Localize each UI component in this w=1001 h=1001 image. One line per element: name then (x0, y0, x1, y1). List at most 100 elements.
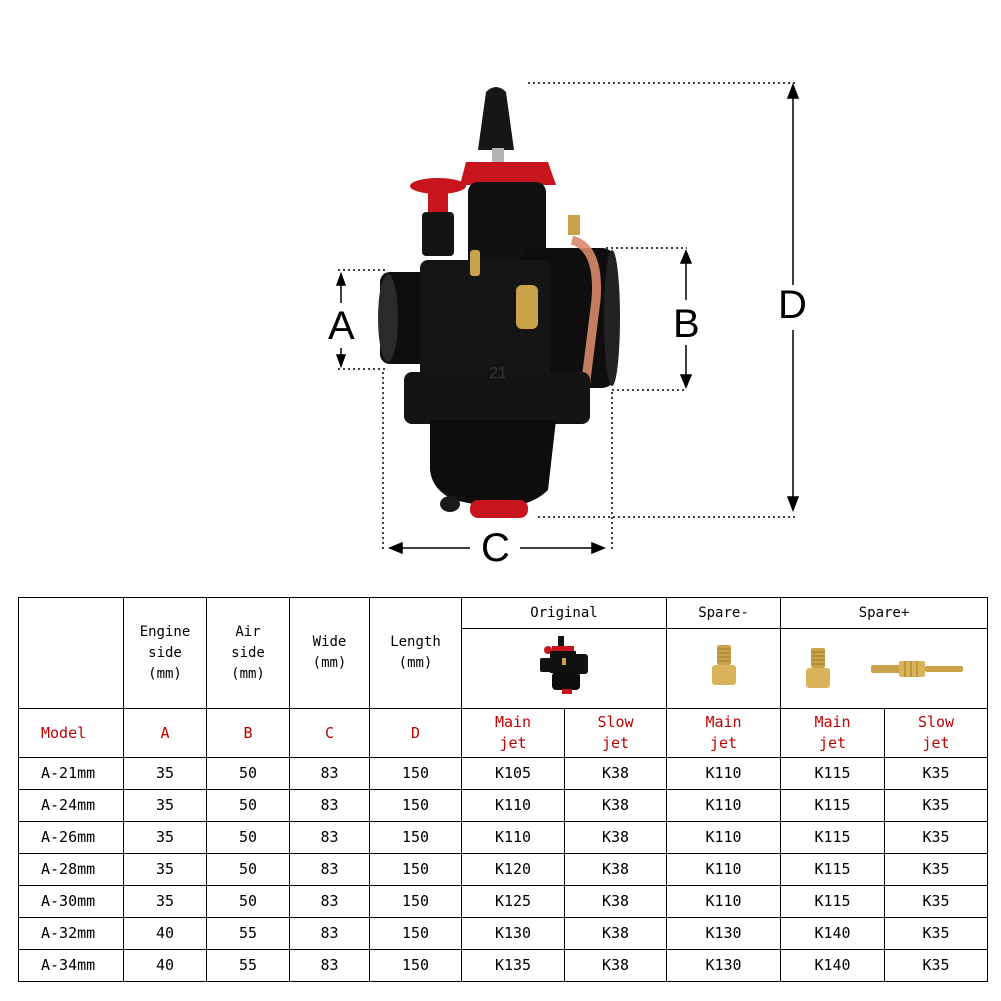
group-header-original: Original (461, 597, 667, 629)
cell-wide: 83 (289, 821, 370, 854)
cell-wide: 83 (289, 853, 370, 886)
cell-air-side: 50 (206, 789, 290, 822)
carburetor-thumbnail-icon (540, 635, 588, 694)
cell-air-side: 50 (206, 821, 290, 854)
cell-original-main-jet: K135 (461, 949, 565, 982)
cell-spare-plus-main-jet: K140 (780, 917, 885, 950)
cell-model: A-30mm (18, 885, 124, 918)
subheader-original-main-jet: Main jet (461, 708, 565, 758)
cell-spare-minus-main-jet: K110 (666, 821, 781, 854)
cell-original-main-jet: K105 (461, 757, 565, 790)
cell-wide: 83 (289, 949, 370, 982)
cell-original-main-jet: K130 (461, 917, 565, 950)
cell-spare-plus-slow-jet: K35 (883, 789, 989, 822)
cell-wide: 83 (289, 917, 370, 950)
cell-engine-side: 40 (123, 917, 207, 950)
subheader-b: B (206, 708, 290, 758)
cell-engine-side: 40 (123, 949, 207, 982)
group-header-spare-plus: Spare+ (779, 597, 989, 629)
subheader-spare-plus-main-jet: Main jet (780, 708, 885, 758)
dimension-label-c: C (481, 526, 510, 570)
cell-wide: 83 (289, 789, 370, 822)
dimension-label-b: B (673, 302, 700, 346)
cell-spare-plus-main-jet: K140 (780, 949, 885, 982)
cell-original-main-jet: K125 (461, 885, 565, 918)
cell-wide: 83 (289, 885, 370, 918)
subheader-d: D (369, 708, 462, 758)
carburetor-illustration: 21 (335, 82, 800, 555)
cell-original-main-jet: K120 (461, 853, 565, 886)
cell-model: A-24mm (18, 789, 124, 822)
cell-length: 150 (369, 821, 462, 854)
header-line: Length (390, 634, 441, 650)
subheader-line: jet (922, 734, 950, 752)
cell-length: 150 (369, 917, 462, 950)
spec-table: Engine side (mm) Air side (mm) Wide (mm)… (18, 597, 989, 982)
cell-spare-minus-main-jet: K110 (666, 757, 781, 790)
cell-spare-plus-main-jet: K115 (780, 885, 885, 918)
cell-spare-plus-slow-jet: K35 (883, 949, 989, 982)
cell-original-slow-jet: K38 (564, 949, 667, 982)
cell-spare-plus-slow-jet: K35 (883, 917, 989, 950)
cell-original-main-jet: K110 (461, 821, 565, 854)
cell-spare-minus-main-jet: K110 (666, 885, 781, 918)
cell-air-side: 50 (206, 853, 290, 886)
subheader-line: jet (601, 734, 630, 752)
subheader-spare-plus-slow-jet: Slow jet (883, 708, 989, 758)
subheader-spare-minus-main-jet: Main jet (666, 708, 781, 758)
cell-original-slow-jet: K38 (564, 853, 667, 886)
cell-original-main-jet: K110 (461, 789, 565, 822)
subheader-line: Main (705, 713, 742, 731)
cell-model: A-32mm (18, 917, 124, 950)
header-line: (mm) (398, 655, 433, 671)
slow-jet-icon (871, 660, 963, 677)
table-header-row-1: Engine side (mm) Air side (mm) Wide (mm)… (18, 597, 989, 709)
cell-air-side: 55 (206, 949, 290, 982)
dimension-label-a: A (328, 304, 355, 348)
cell-spare-plus-slow-jet: K35 (883, 885, 989, 918)
cell-length: 150 (369, 949, 462, 982)
subheader-line: Main (494, 713, 532, 731)
header-line: Wide (312, 634, 347, 650)
cell-air-side: 55 (206, 917, 290, 950)
group-header-spare-minus: Spare- (666, 597, 781, 629)
header-line: (mm) (312, 655, 347, 671)
cell-air-side: 50 (206, 757, 290, 790)
header-line: Air (235, 623, 261, 640)
cell-original-slow-jet: K38 (564, 821, 667, 854)
main-jet-icon (806, 647, 830, 688)
subheader-model: Model (18, 708, 124, 758)
spare-plus-thumbs (781, 646, 987, 692)
subheader-line: Main (814, 713, 851, 731)
cell-spare-minus-main-jet: K110 (666, 789, 781, 822)
cell-original-slow-jet: K38 (564, 917, 667, 950)
cell-spare-minus-main-jet: K130 (666, 949, 781, 982)
cell-length: 150 (369, 853, 462, 886)
dotted-guides (338, 82, 795, 552)
cell-engine-side: 35 (123, 789, 207, 822)
cell-engine-side: 35 (123, 853, 207, 886)
header-length: Length (mm) (369, 597, 462, 709)
dimension-arrows (335, 82, 800, 555)
cell-spare-plus-slow-jet: K35 (883, 757, 989, 790)
cell-model: A-26mm (18, 821, 124, 854)
cell-model: A-28mm (18, 853, 124, 886)
dimension-diagram: 21 A B C D (328, 82, 807, 570)
main-jet-icon (711, 644, 736, 685)
table-subheader-row: Model A B C D Main jet Slow jet Main jet… (18, 708, 989, 758)
header-line: Engine (139, 623, 191, 640)
cell-air-side: 50 (206, 885, 290, 918)
subheader-line: jet (499, 734, 527, 752)
cell-original-slow-jet: K38 (564, 757, 667, 790)
header-line: side (148, 644, 182, 661)
header-wide: Wide (mm) (289, 597, 370, 709)
cell-length: 150 (369, 789, 462, 822)
cell-engine-side: 35 (123, 821, 207, 854)
